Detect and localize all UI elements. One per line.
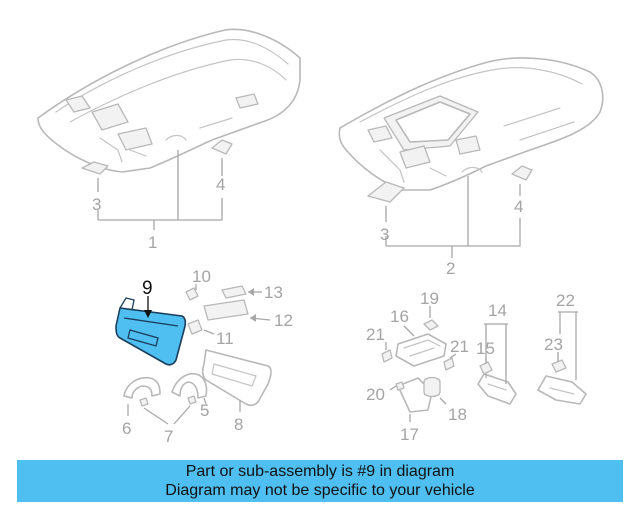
sun-visor-part-8 (201, 349, 272, 412)
callout-20: 20 (366, 385, 385, 404)
callout-21-right: 21 (450, 337, 469, 356)
lamp-part-14 (477, 323, 517, 405)
callout-14: 14 (488, 301, 507, 320)
sun-visor-part-9 (115, 297, 187, 366)
clip-part-21-left (381, 342, 393, 363)
bulb-part-15 (479, 358, 493, 375)
callout-3-right: 3 (380, 225, 389, 244)
callout-9: 9 (142, 278, 153, 299)
callout-4-left: 4 (216, 175, 225, 194)
dome-lamp-part-3-left (81, 161, 109, 175)
cap-part-18 (423, 376, 447, 405)
cover-part-13 (221, 285, 262, 299)
clip-part-21-right (443, 353, 457, 371)
screws-part-7 (139, 395, 197, 425)
callout-3-left: 3 (92, 195, 101, 214)
callout-10: 10 (192, 267, 211, 286)
callout-8: 8 (234, 415, 243, 434)
callout-17: 17 (400, 425, 419, 444)
banner-line-1: Part or sub-assembly is #9 in diagram (185, 463, 455, 480)
callout-22: 22 (556, 291, 575, 310)
leaders-group-2 (385, 176, 521, 258)
callout-13: 13 (264, 283, 283, 302)
callout-1: 1 (148, 233, 157, 252)
banner-line-2: Diagram may not be specific to your vehi… (165, 482, 475, 499)
callout-18: 18 (448, 405, 467, 424)
dome-lamp-part-3-right (367, 181, 405, 203)
clip-part-11 (187, 319, 215, 335)
grip-handle-part-6 (123, 376, 161, 416)
callout-4-right: 4 (514, 197, 523, 216)
lamp-part-22 (537, 311, 587, 405)
leaders-group-1 (97, 150, 223, 230)
leader-9 (144, 296, 152, 318)
lamp-part-4-right (511, 165, 533, 181)
callout-2: 2 (446, 259, 455, 278)
callout-23: 23 (544, 335, 563, 354)
callout-11: 11 (216, 329, 234, 348)
callout-16: 16 (390, 307, 409, 326)
callout-5: 5 (200, 401, 209, 420)
screw-part-20 (389, 381, 405, 391)
lamp-part-4-left (211, 139, 233, 155)
callout-6: 6 (122, 419, 131, 438)
callout-7: 7 (164, 427, 173, 446)
mirror-part-12 (203, 299, 271, 322)
callout-12: 12 (274, 311, 293, 330)
grip-handle-part-5 (171, 372, 208, 405)
map-lamp-part-16 (395, 325, 447, 367)
bulb-part-23 (551, 352, 567, 373)
headliner-left (37, 28, 301, 173)
headliner-right (338, 57, 604, 191)
info-banner: Part or sub-assembly is #9 in diagram Di… (17, 460, 623, 502)
callout-15: 15 (476, 339, 495, 358)
bulb-part-19 (423, 306, 439, 331)
callout-21-left: 21 (366, 325, 385, 344)
clip-part-10 (185, 284, 199, 301)
callout-19: 19 (420, 289, 439, 308)
